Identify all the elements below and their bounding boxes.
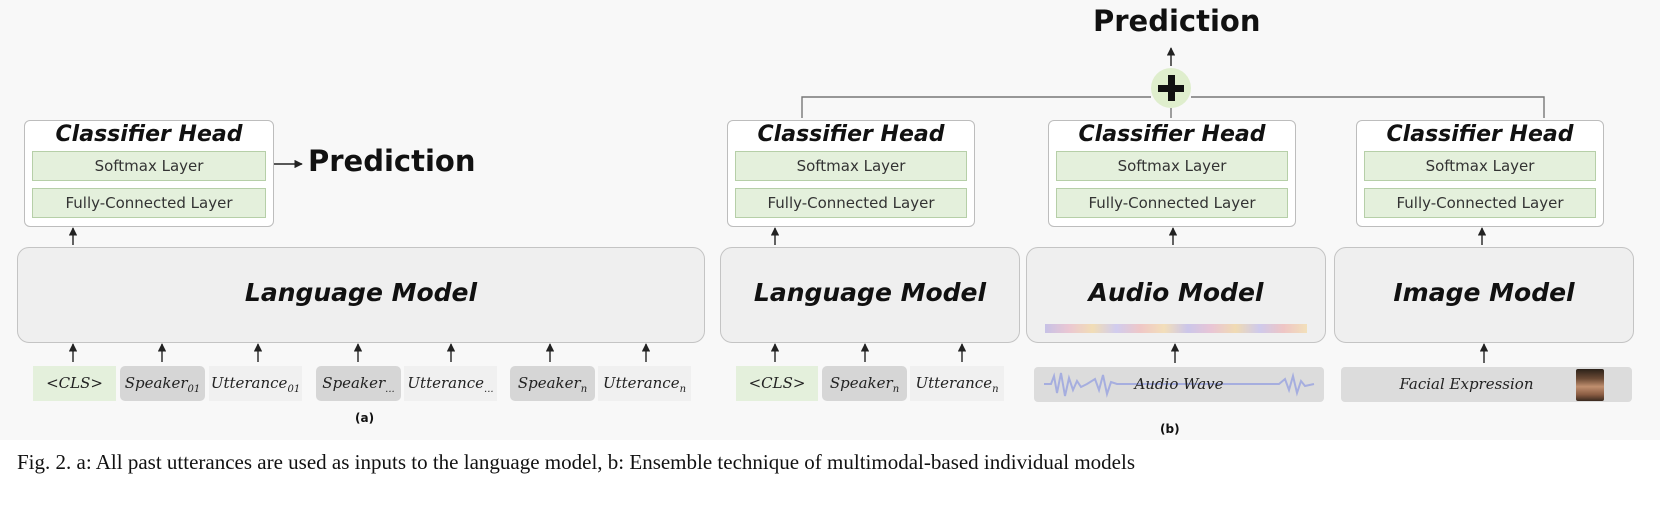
facial-expression-label: Facial Expression (1399, 375, 1534, 393)
softmax-layer: Softmax Layer (32, 151, 266, 181)
classifier-head-title: Classifier Head (1386, 122, 1574, 147)
classifier-head-language: Classifier Head Softmax Layer Fully-Conn… (727, 120, 975, 227)
token-text: Utterance (407, 374, 485, 392)
classifier-head-image: Classifier Head Softmax Layer Fully-Conn… (1356, 120, 1604, 227)
input-token-speaker: Speakern (510, 366, 595, 401)
language-model-b: Language Model (720, 247, 1020, 343)
classifier-head-a: Classifier Head Softmax Layer Fully-Conn… (24, 120, 274, 227)
panel-b-label: (b) (1160, 422, 1180, 436)
input-token-utterance: Utterancen (910, 366, 1004, 401)
input-token-utterance: Utterance01 (209, 366, 302, 401)
figure-caption: Fig. 2. a: All past utterances are used … (17, 450, 1136, 474)
ensemble-plus-node (1151, 68, 1191, 108)
token-subscript: ... (385, 384, 395, 395)
input-token-speaker: Speakern (822, 366, 907, 401)
prediction-label-a: Prediction (308, 144, 476, 178)
token-text: <CLS> (748, 374, 806, 392)
token-subscript: n (892, 384, 900, 395)
spectrogram-strip (1045, 324, 1307, 333)
token-subscript: 01 (187, 384, 201, 395)
softmax-layer: Softmax Layer (735, 151, 967, 181)
panel-a-label: (a) (355, 411, 375, 425)
classifier-head-title: Classifier Head (1078, 122, 1266, 147)
softmax-layer: Softmax Layer (1364, 151, 1596, 181)
input-token-utterance: Utterance... (404, 366, 497, 401)
token-text: Utterance (210, 374, 288, 392)
face-thumbnail (1576, 369, 1604, 401)
fully-connected-layer: Fully-Connected Layer (1364, 188, 1596, 218)
token-text: <CLS> (46, 374, 103, 392)
token-text: Utterance (915, 374, 993, 392)
token-subscript: n (580, 384, 588, 395)
ensemble-line (1191, 96, 1545, 118)
classifier-head-audio: Classifier Head Softmax Layer Fully-Conn… (1048, 120, 1296, 227)
token-text: Speaker (124, 374, 188, 392)
figure-canvas: Classifier Head Softmax Layer Fully-Conn… (17, 4, 1634, 436)
token-subscript: n (992, 384, 999, 395)
fully-connected-layer: Fully-Connected Layer (32, 188, 266, 218)
language-model-a: Language Model (17, 247, 705, 343)
token-subscript: n (679, 384, 687, 395)
plus-icon (1158, 75, 1184, 101)
classifier-head-title: Classifier Head (55, 122, 243, 147)
language-model-title: Language Model (753, 278, 987, 307)
input-token-cls: <CLS> (736, 366, 818, 401)
ensemble-line (801, 96, 1151, 118)
facial-expression-input: Facial Expression (1341, 367, 1632, 402)
image-model: Image Model (1334, 247, 1634, 343)
token-text: Speaker (517, 374, 581, 392)
language-model-title: Language Model (244, 278, 478, 307)
image-model-title: Image Model (1393, 278, 1575, 307)
input-token-speaker: Speaker... (316, 366, 401, 401)
audio-model: Audio Model (1026, 247, 1326, 343)
audio-model-title: Audio Model (1088, 278, 1264, 307)
token-text: Speaker (322, 374, 386, 392)
classifier-head-title: Classifier Head (757, 122, 945, 147)
input-token-speaker: Speaker01 (120, 366, 205, 401)
token-text: Speaker (829, 374, 893, 392)
softmax-layer: Softmax Layer (1056, 151, 1288, 181)
fully-connected-layer: Fully-Connected Layer (735, 188, 967, 218)
token-subscript: 01 (287, 384, 301, 395)
input-token-cls: <CLS> (33, 366, 116, 401)
waveform-icon (1044, 372, 1315, 398)
token-subscript: ... (484, 384, 494, 395)
input-token-utterance: Utterancen (598, 366, 691, 401)
prediction-label-b: Prediction (1093, 4, 1261, 38)
audio-wave-label: Audio Wave (1134, 375, 1224, 393)
audio-wave-input: Audio Wave (1034, 367, 1324, 402)
fully-connected-layer: Fully-Connected Layer (1056, 188, 1288, 218)
token-text: Utterance (602, 374, 680, 392)
